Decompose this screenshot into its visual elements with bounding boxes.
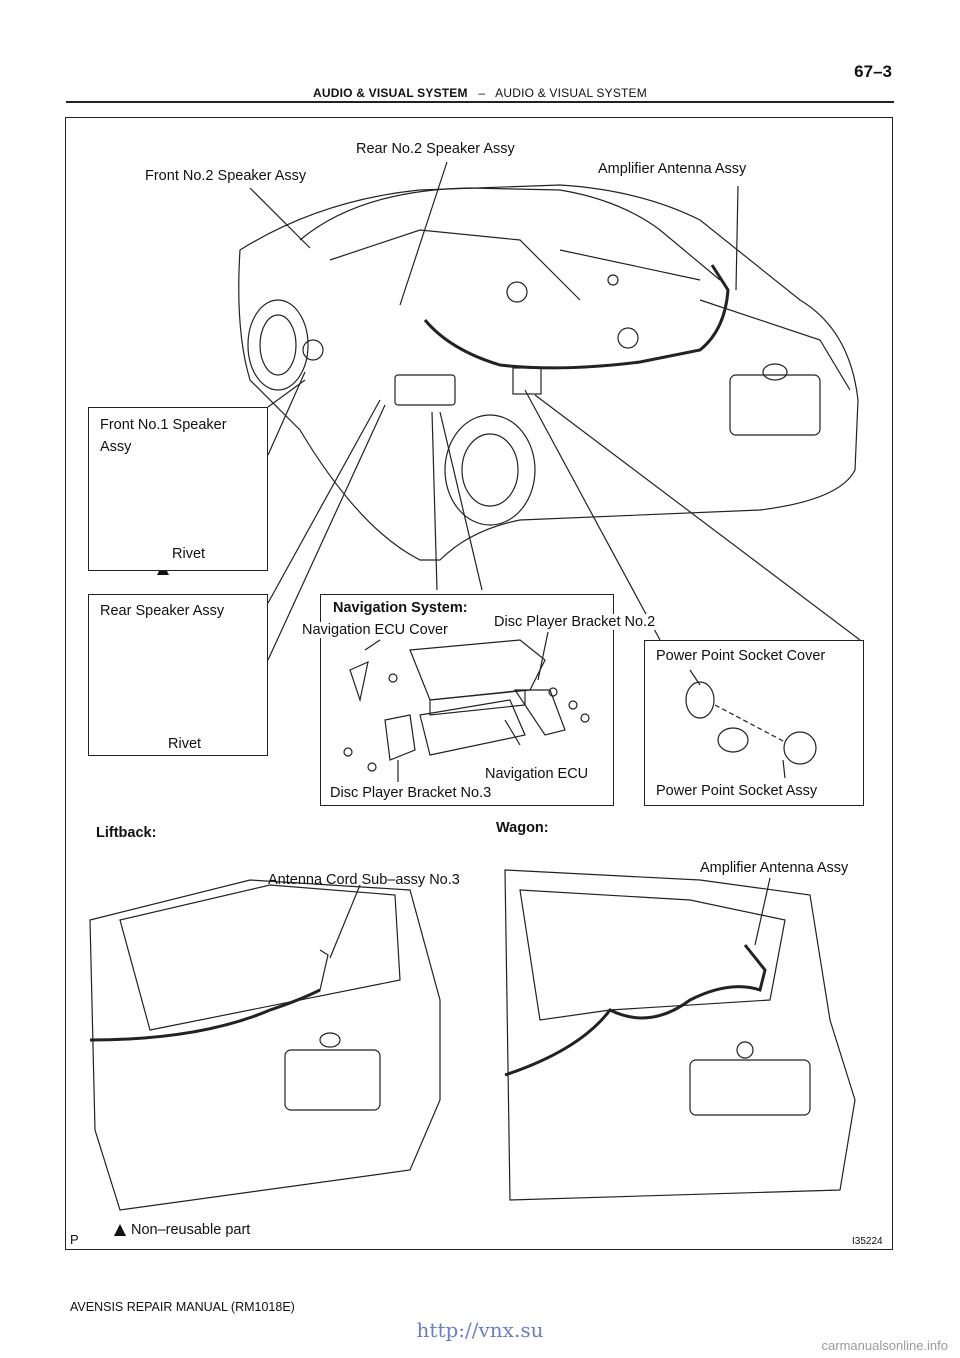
page-number: 67–3 [854, 62, 892, 81]
inset-front-no1-speaker [88, 407, 268, 571]
label-rear-speaker: Rear Speaker Assy [100, 603, 225, 619]
label-antenna-cord: Antenna Cord Sub–assy No.3 [268, 872, 460, 888]
section-header-bold: AUDIO & VISUAL SYSTEM [313, 86, 468, 100]
label-power-point-socket-assy: Power Point Socket Assy [656, 783, 818, 799]
label-rivet-1: Rivet [172, 546, 206, 562]
section-title: AUDIO & VISUAL SYSTEM [495, 86, 647, 100]
label-navigation-ecu-cover: Navigation ECU Cover [302, 622, 448, 638]
inset-rear-speaker [88, 594, 268, 756]
label-wagon: Wagon: [496, 820, 549, 836]
section-separator: – [478, 86, 486, 100]
inset-navigation-system [320, 594, 614, 806]
label-front-no1-speaker-assy: Assy [100, 439, 132, 455]
label-amplifier-antenna-wagon: Amplifier Antenna Assy [700, 860, 849, 876]
label-disc-player-bracket-no2: Disc Player Bracket No.2 [494, 614, 656, 630]
figure-frame [65, 117, 893, 1250]
footer-manual: AVENSIS REPAIR MANUAL (RM1018E) [70, 1300, 295, 1314]
inset-power-point-socket [644, 640, 864, 806]
label-front-no1-speaker: Front No.1 Speaker [100, 417, 227, 433]
label-liftback: Liftback: [96, 825, 157, 841]
label-power-point-socket-cover: Power Point Socket Cover [656, 648, 826, 664]
label-front-no2-speaker: Front No.2 Speaker Assy [145, 168, 307, 184]
label-rivet-2: Rivet [168, 736, 202, 752]
watermark-link[interactable]: http://vnx.su [416, 1318, 544, 1342]
label-p-mark: P [70, 1232, 79, 1247]
label-navigation-system: Navigation System: [333, 600, 468, 616]
label-non-reusable: Non–reusable part [131, 1222, 251, 1238]
header-rule [66, 101, 894, 103]
figure-id: I35224 [852, 1236, 883, 1247]
label-navigation-ecu: Navigation ECU [485, 766, 589, 782]
watermark-site: carmanualsonline.info [821, 1338, 948, 1353]
label-amplifier-antenna-top: Amplifier Antenna Assy [598, 161, 747, 177]
section-header: AUDIO & VISUAL SYSTEM – AUDIO & VISUAL S… [0, 86, 960, 100]
label-disc-player-bracket-no3: Disc Player Bracket No.3 [330, 785, 492, 801]
label-rear-no2-speaker: Rear No.2 Speaker Assy [356, 141, 515, 157]
